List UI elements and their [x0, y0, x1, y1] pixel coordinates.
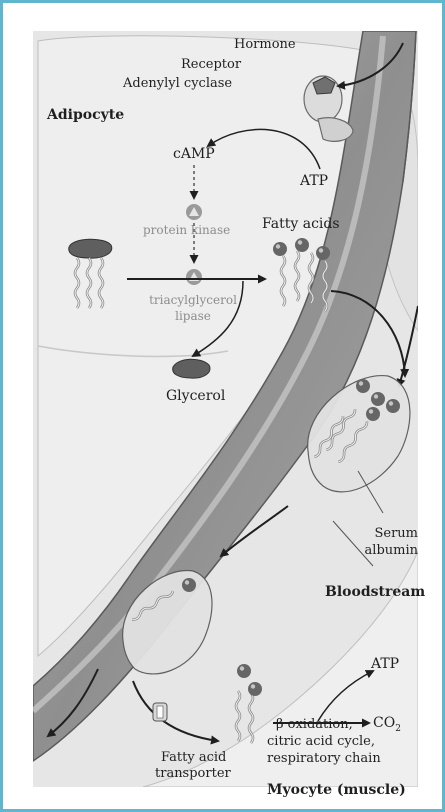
atp-bottom-label: ATP: [371, 656, 399, 672]
myocyte-label: Myocyte (muscle): [267, 782, 406, 798]
protein-kinase-label: protein kinase: [143, 223, 230, 237]
tag-lipase-label-2: lipase: [138, 309, 248, 323]
glycerol-label: Glycerol: [166, 388, 225, 404]
transporter-label-1: Fatty acid: [161, 750, 226, 765]
serum-albumin-label-2: albumin: [343, 543, 418, 558]
citric-acid-label: citric acid cycle,: [267, 734, 375, 749]
co2-subscript: 2: [395, 724, 401, 734]
atp-top-label: ATP: [300, 173, 328, 189]
serum-albumin-label-1: Serum: [343, 526, 418, 541]
transporter-label-2: transporter: [155, 766, 231, 781]
receptor-label: Receptor: [181, 57, 241, 72]
camp-label: cAMP: [173, 146, 215, 162]
glycerol-icon: [173, 359, 210, 378]
bloodstream-label: Bloodstream: [325, 584, 425, 600]
fatty-acids-label: Fatty acids: [262, 216, 340, 232]
diagram-art: [33, 31, 418, 787]
co2-label: CO2: [373, 715, 401, 734]
hormone-label: Hormone: [234, 37, 296, 52]
adenylyl-cyclase-label: Adenylyl cyclase: [123, 76, 232, 91]
adipocyte-label: Adipocyte: [47, 107, 124, 123]
respiratory-label: respiratory chain: [267, 751, 381, 766]
transporter-icon: [153, 703, 167, 721]
co2-base: CO: [373, 715, 395, 731]
protein-kinase-icon: [186, 204, 202, 220]
beta-oxidation-label: β oxidation,: [276, 717, 353, 732]
lipase-icon: [186, 269, 202, 285]
tag-lipase-label-1: triacylglycerol: [138, 293, 248, 307]
